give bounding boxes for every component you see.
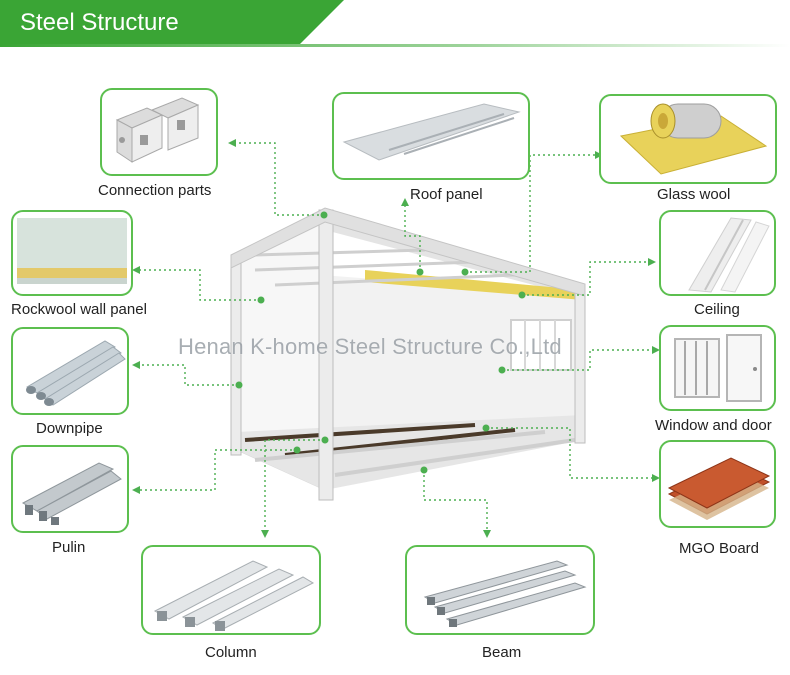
column-label: Column <box>205 644 257 661</box>
ceiling-label: Ceiling <box>694 301 740 318</box>
top-frame <box>230 207 586 297</box>
connection-parts-box <box>100 88 218 176</box>
header-bar <box>0 0 300 44</box>
beam-image <box>423 560 587 627</box>
container-house <box>230 207 586 501</box>
rockwool-wall-panel-image <box>17 218 127 284</box>
downpipe-box <box>11 327 129 415</box>
column-image <box>153 560 315 631</box>
rockwool-wall-panel-box <box>11 210 133 296</box>
column-box <box>141 545 321 635</box>
ceiling-box <box>659 210 776 296</box>
roof-joists <box>254 248 516 287</box>
pulin-box <box>11 445 129 533</box>
ceiling-image <box>688 217 770 293</box>
window-and-door-image <box>674 334 762 402</box>
pulin-image <box>21 462 122 525</box>
mgo-board-box <box>659 440 776 528</box>
beam-label: Beam <box>482 644 522 661</box>
pulin-label: Pulin <box>52 539 86 556</box>
connection-parts-image <box>115 97 200 163</box>
watermark-text: Henan K-home Steel Structure Co.,Ltd <box>178 334 562 359</box>
connection-parts-label: Connection parts <box>98 182 212 199</box>
glass-wool-label: Glass wool <box>657 186 731 203</box>
rockwool-wall-panel-label: Rockwool wall panel <box>11 301 147 318</box>
header-slant <box>300 0 344 44</box>
roof-panel-box <box>332 92 530 180</box>
floor-beams <box>254 430 576 477</box>
glass-wool-image <box>619 103 768 175</box>
header-underline <box>0 44 790 47</box>
beam-box <box>405 545 595 635</box>
page-title: Steel Structure <box>20 9 179 36</box>
window-and-door-box <box>659 325 776 411</box>
back-wall <box>255 270 583 430</box>
roof-panel-label: Roof panel <box>410 186 483 203</box>
roof-panel-image <box>342 103 521 161</box>
glass-wool-box <box>599 94 777 184</box>
downpipe-label: Downpipe <box>36 420 103 437</box>
downpipe-image <box>26 340 126 406</box>
mgo-board-label: MGO Board <box>679 540 760 557</box>
header: Steel Structure <box>0 0 790 50</box>
mgo-board-image <box>667 457 771 520</box>
window-and-door-label: Window and door <box>655 417 772 434</box>
